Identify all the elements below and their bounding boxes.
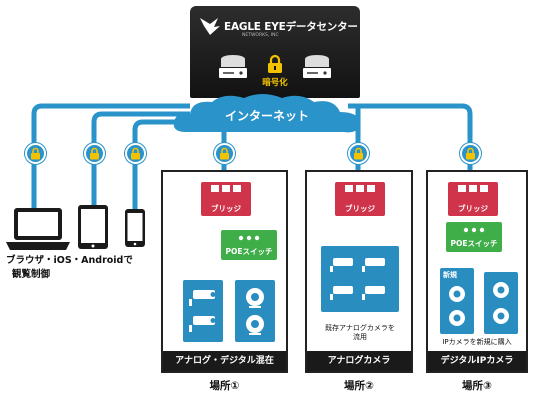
clients-caption-line2: 観覧制御 [12, 269, 51, 280]
bridge-label: ブリッジ [458, 204, 488, 213]
ip-camera-panel [235, 280, 275, 342]
bridge-label: ブリッジ [345, 204, 375, 213]
bullet-camera-icon [330, 286, 353, 300]
dome-camera-icon [449, 286, 465, 302]
padlock-icon [268, 54, 282, 73]
bullet-camera-icon [362, 286, 385, 300]
dome-camera-icon [449, 310, 465, 326]
bridge-device-icon [335, 182, 385, 216]
encryption-label: 暗号化 [262, 78, 288, 88]
poe-switch-label: POEスイッチ [450, 239, 498, 248]
dome-camera-icon [246, 288, 264, 308]
bullet-camera-icon [330, 258, 353, 272]
internet-label: インターネット [224, 109, 309, 123]
padlock-icon [25, 143, 46, 164]
dome-camera-icon [493, 282, 509, 298]
site-2-footer: アナログカメラ [307, 351, 411, 371]
padlock-icon [460, 143, 481, 164]
smartphone-icon [125, 209, 145, 247]
datacenter-title: EAGLE EYEデータセンター [224, 19, 358, 34]
bridge-label: ブリッジ [211, 204, 241, 213]
bullet-camera-icon [189, 290, 216, 306]
site-1-box: ブリッジ POEスイッチ アナログ・デジタル混在 [161, 170, 288, 373]
datacenter-box: EAGLE EYEデータセンター NETWORKS, INC 暗号化 [190, 6, 360, 98]
padlock-icon [125, 143, 146, 164]
clients-caption: ブラウザ・iOS・Androidで 観覧制御 [6, 254, 166, 282]
tablet-icon [78, 205, 108, 249]
site-2-caption: 場所② [344, 380, 374, 392]
padlock-icon [84, 143, 105, 164]
site-2-note-line1: 既存アナログカメラを [325, 324, 395, 332]
database-server-icon [303, 55, 331, 78]
site-1-caption: 場所① [209, 380, 240, 392]
poe-switch-label: POEスイッチ [225, 247, 273, 256]
bridge-device-icon [201, 182, 251, 216]
bridge-device-icon [448, 182, 498, 216]
dome-camera-icon [246, 315, 264, 335]
analog-camera-panel [183, 280, 223, 342]
site-2-box: ブリッジ 既存アナログカメラを 流用 アナログカメラ [305, 170, 413, 373]
poe-switch-icon [221, 230, 277, 260]
internet-cloud: インターネット [172, 92, 362, 138]
site-2-note-line2: 流用 [353, 333, 367, 341]
site-1-footer: アナログ・デジタル混在 [163, 351, 286, 371]
new-tag: 新規 [443, 271, 457, 279]
site-2-note: 既存アナログカメラを 流用 [309, 324, 411, 342]
clients-caption-line1: ブラウザ・iOS・Androidで [6, 255, 133, 266]
site-3-caption: 場所③ [462, 380, 492, 392]
padlock-icon [348, 143, 369, 164]
ip-camera-panel [484, 272, 518, 334]
database-server-icon [219, 55, 247, 78]
bullet-camera-icon [189, 316, 216, 332]
laptop-icon [6, 208, 70, 250]
brand-subtitle: NETWORKS, INC [242, 33, 279, 38]
brand-name: EAGLE EYE [224, 21, 286, 33]
eagle-logo-icon [200, 18, 220, 35]
brand-suffix: データセンター [285, 21, 358, 33]
poe-switch-icon [446, 222, 502, 252]
analog-camera-panel [321, 246, 399, 312]
dome-camera-icon [493, 308, 509, 324]
site-3-footer: デジタルIPカメラ [428, 351, 526, 371]
site-3-box: ブリッジ POEスイッチ 新規 IPカメラを新規に購入 デジタルIPカメラ [426, 170, 528, 373]
cloud-icon [173, 94, 360, 133]
site-3-note: IPカメラを新規に購入 [442, 338, 512, 346]
bullet-camera-icon [362, 258, 385, 272]
new-ip-camera-panel: 新規 [440, 268, 474, 334]
padlock-icon [214, 143, 235, 164]
